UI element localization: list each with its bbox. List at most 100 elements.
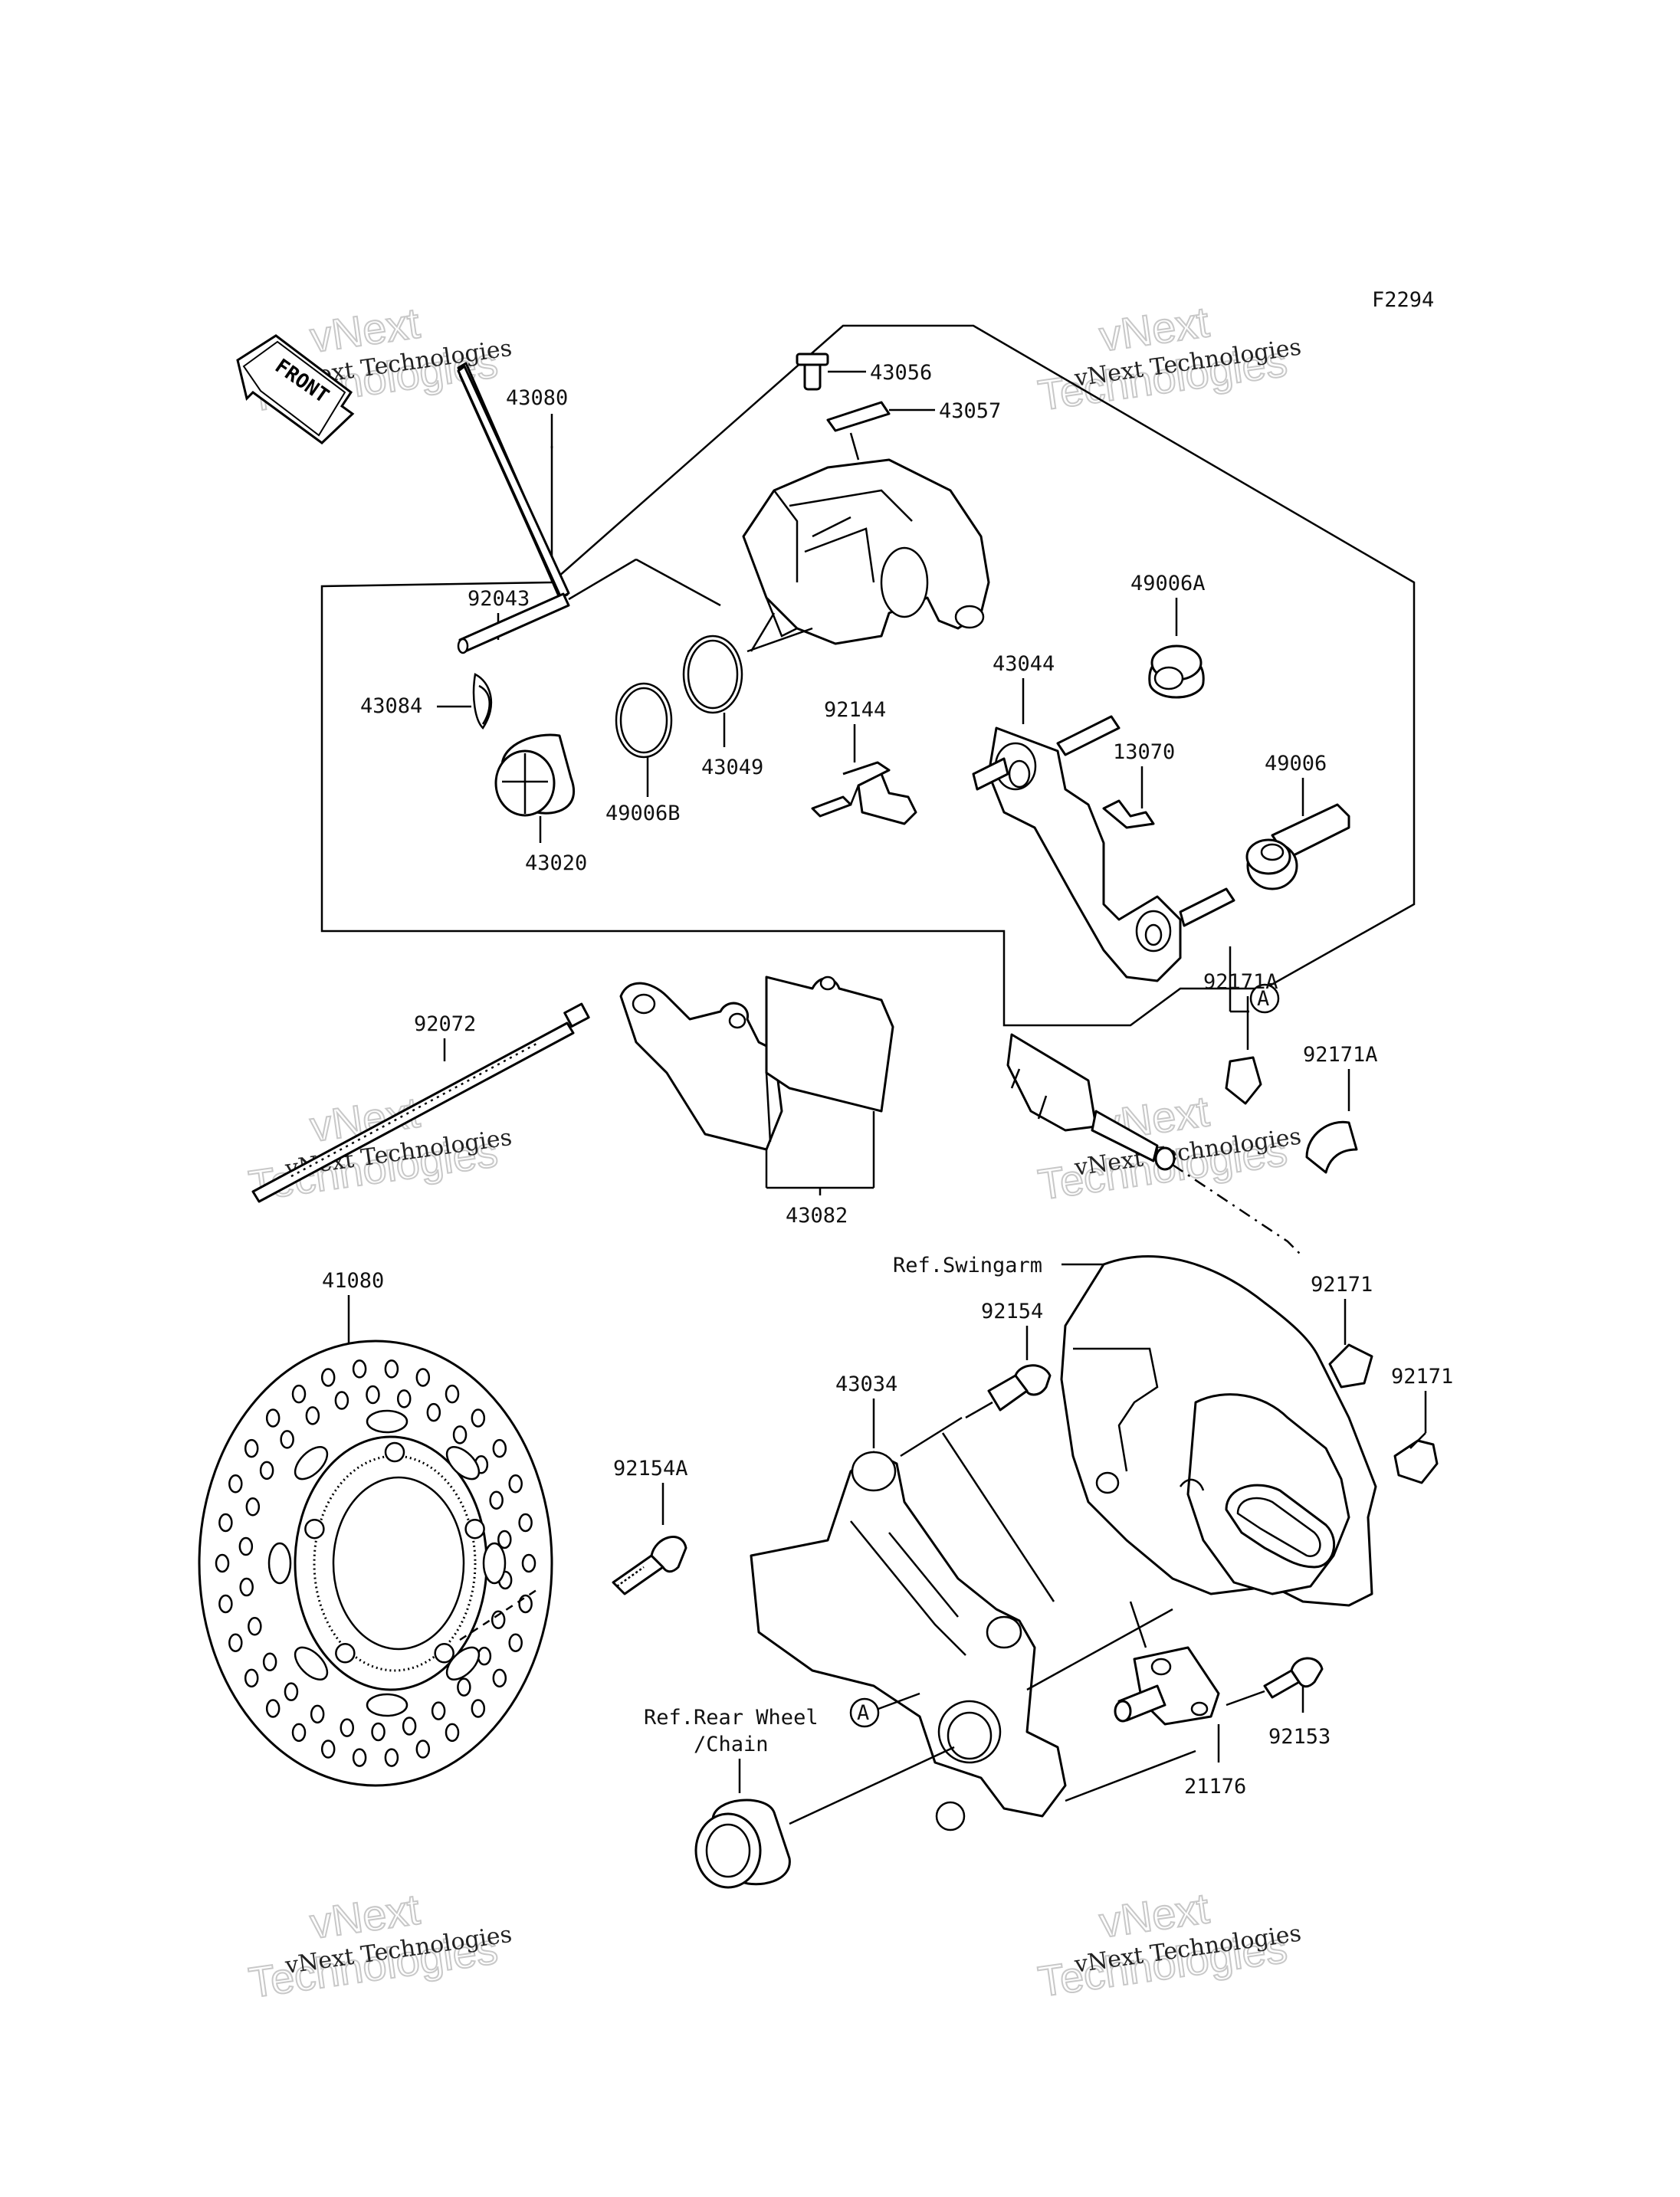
- caliper-holder-43044: [972, 715, 1235, 982]
- label-92154A: 92154A: [613, 1457, 688, 1481]
- disc-drill-hole: [415, 1740, 431, 1759]
- label-92171A-2: 92171A: [1303, 1043, 1378, 1067]
- disc-drill-hole: [244, 1438, 259, 1458]
- plate-13070: [1102, 799, 1155, 829]
- label-92154: 92154: [981, 1300, 1043, 1323]
- disc-drill-hole: [489, 1490, 504, 1510]
- clamp-92171A-1: [1225, 1056, 1262, 1105]
- label-92153: 92153: [1268, 1725, 1331, 1749]
- disc-drill-hole: [384, 1748, 399, 1767]
- disc-drill-hole: [265, 1408, 281, 1428]
- disc-drill-hole: [457, 1677, 471, 1697]
- disc-drill-hole: [215, 1553, 230, 1573]
- label-43057: 43057: [939, 399, 1001, 423]
- collar-spacer: [694, 1799, 791, 1889]
- disc-drill-hole: [396, 1389, 412, 1408]
- disc-drill-hole: [244, 1668, 259, 1688]
- disc-mount-hole: [384, 1441, 405, 1463]
- disc-drill-hole: [426, 1402, 441, 1422]
- clamp-92171A-2: [1305, 1120, 1358, 1174]
- label-43034: 43034: [835, 1372, 897, 1396]
- pin-clip-43084: [472, 673, 493, 730]
- disc-drill-hole: [320, 1368, 336, 1387]
- piston-seal-49006B: [615, 682, 673, 797]
- disc-drill-hole: [445, 1384, 460, 1404]
- disc-hub-slot: [366, 1409, 409, 1434]
- label-43080: 43080: [506, 386, 568, 410]
- clamp-92171-1: [1328, 1343, 1373, 1389]
- cable-tie-92072: [251, 1002, 590, 1203]
- disc-drill-hole: [265, 1699, 281, 1718]
- disc-drill-hole: [218, 1594, 233, 1614]
- figure-code: F2294: [1372, 288, 1434, 312]
- disc-drill-hole: [352, 1359, 367, 1379]
- disc-drill-hole: [431, 1701, 446, 1720]
- label-41080: 41080: [322, 1269, 384, 1293]
- pad-spring-92144: [811, 761, 917, 825]
- disc-hub-slot: [294, 1446, 329, 1481]
- label-49006: 49006: [1265, 752, 1327, 776]
- disc-drill-hole: [492, 1668, 507, 1688]
- disc-drill-hole: [518, 1594, 533, 1614]
- disc-hub-slot: [445, 1646, 481, 1681]
- ref-rear-wheel-label: Ref.Rear Wheel: [644, 1706, 819, 1730]
- disc-drill-hole: [366, 1385, 380, 1405]
- clip-92171-2: [1393, 1432, 1439, 1484]
- label-13070: 13070: [1113, 740, 1175, 764]
- disc-drill-hole: [371, 1722, 386, 1742]
- disc-drill-hole: [218, 1513, 233, 1533]
- disc-drill-hole: [245, 1497, 261, 1517]
- disc-drill-hole: [491, 1610, 506, 1629]
- disc-drill-hole: [518, 1513, 533, 1533]
- disc-drill-hole: [402, 1717, 417, 1736]
- disc-drill-hole: [284, 1682, 299, 1701]
- swingarm-reference: [1060, 1255, 1377, 1607]
- disc-drill-hole: [305, 1406, 320, 1425]
- ref-swingarm-label: Ref.Swingarm: [893, 1254, 1042, 1277]
- disc-hub-slot: [366, 1693, 409, 1717]
- label-43044: 43044: [993, 652, 1055, 676]
- disc-drill-hole: [508, 1474, 523, 1494]
- caliper-bracket-43034: [750, 1451, 1067, 1831]
- disc-hub-slot: [294, 1646, 329, 1681]
- watermark-bottom-right: vNext Technologies vNext Technologies: [1035, 1883, 1303, 2006]
- disc-drill-hole: [477, 1646, 492, 1666]
- boot-49006A: [1148, 644, 1205, 699]
- label-49006B: 49006B: [605, 802, 681, 825]
- disc-drill-hole: [239, 1577, 254, 1597]
- bolt-92154: [965, 1364, 1052, 1419]
- disc-drill-hole: [259, 1461, 274, 1481]
- point-a-marker-bottom: [849, 1697, 880, 1728]
- watermark-bottom-left: vNext Technologies vNext Technologies: [245, 1884, 514, 2007]
- disc-drill-hole: [352, 1748, 367, 1767]
- disc-mount-hole: [335, 1643, 356, 1664]
- pad-pin-92043-body: [457, 592, 570, 654]
- disc-drill-hole: [497, 1530, 512, 1549]
- disc-drill-hole: [334, 1391, 349, 1410]
- disc-drill-hole: [310, 1704, 325, 1724]
- disc-drill-hole: [471, 1408, 486, 1428]
- disc-hub-slot: [482, 1542, 507, 1585]
- bolt-92154A: [612, 1536, 687, 1595]
- brake-pads-43082: [619, 976, 894, 1151]
- label-92171A-1: 92171A: [1203, 970, 1278, 994]
- label-92043: 92043: [468, 587, 530, 611]
- disc-drill-hole: [521, 1553, 536, 1573]
- bolt-92153: [1226, 1657, 1324, 1707]
- disc-drill-hole: [262, 1652, 277, 1671]
- disc-drill-hole: [492, 1438, 507, 1458]
- label-43020: 43020: [525, 851, 587, 875]
- dust-seal-43049: [682, 635, 743, 747]
- disc-drill-hole: [291, 1384, 307, 1404]
- bleeder-cap-43057: [826, 401, 935, 432]
- label-21176: 21176: [1184, 1775, 1246, 1799]
- label-92072: 92072: [414, 1012, 476, 1036]
- disc-drill-hole: [340, 1718, 355, 1737]
- disc-mount-hole: [304, 1518, 325, 1540]
- label-49006A: 49006A: [1130, 572, 1206, 595]
- disc-drill-hole: [415, 1368, 431, 1387]
- label-43084: 43084: [360, 694, 422, 718]
- disc-drill-hole: [228, 1474, 243, 1494]
- label-43082: 43082: [786, 1204, 848, 1228]
